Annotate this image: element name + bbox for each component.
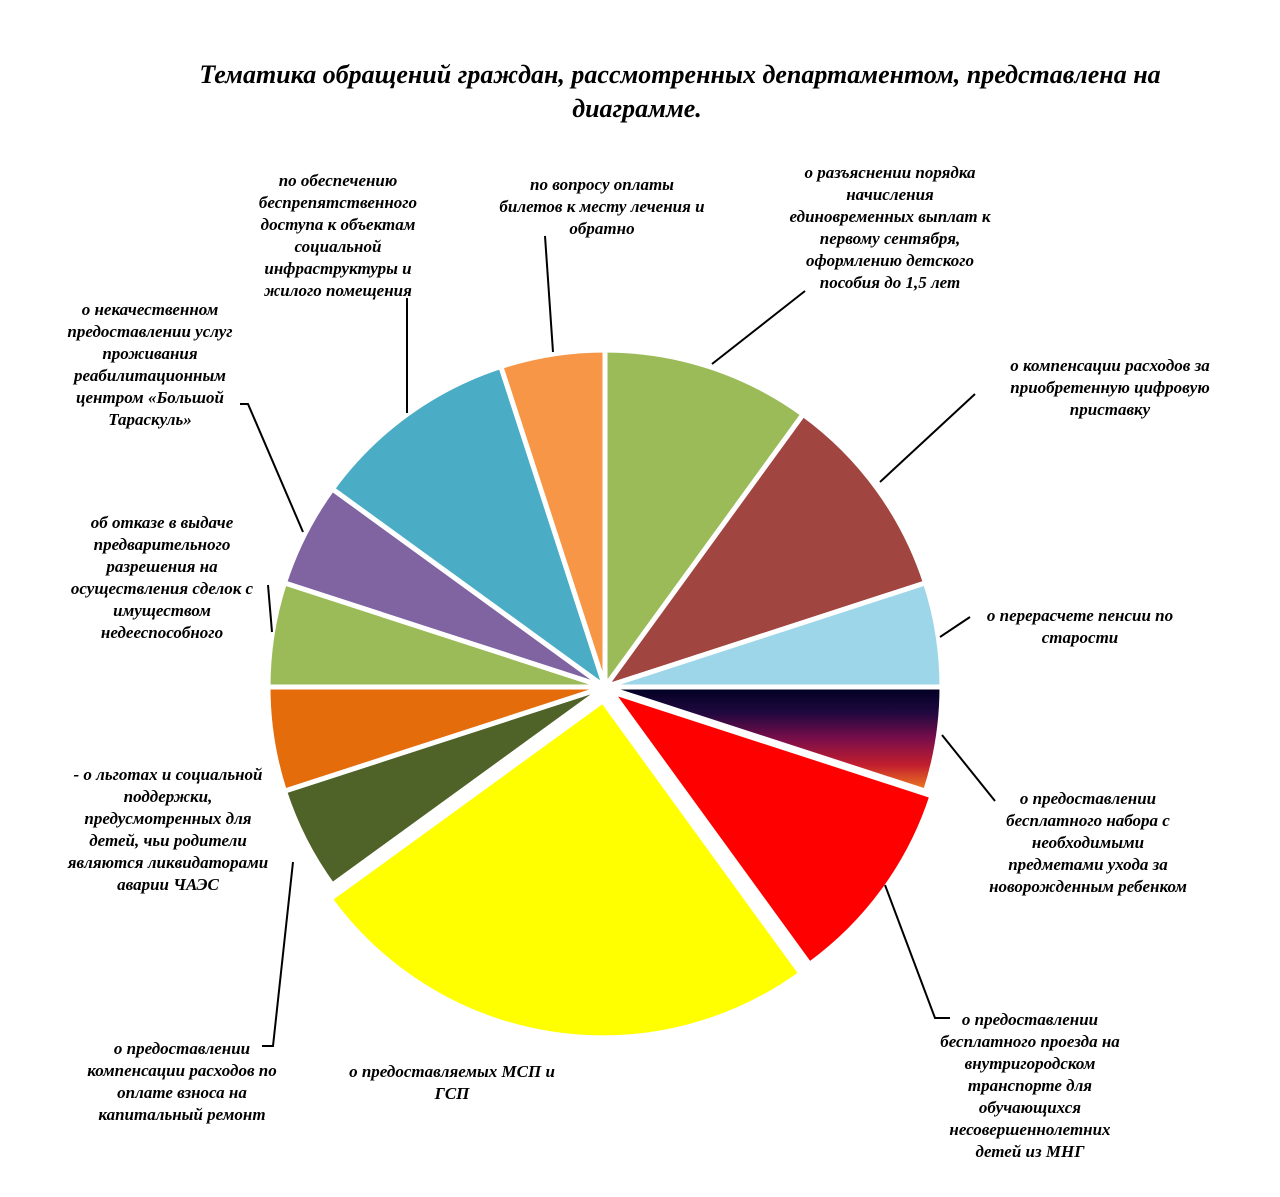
slice-label-12: по вопросу оплаты билетов к месту лечения… — [499, 175, 704, 238]
leader-line-9 — [267, 584, 273, 633]
slice-label-5-line-5: обучающихся — [979, 1098, 1081, 1117]
slice-label-5-line-1: о предоставлении — [962, 1010, 1098, 1029]
slice-label-10-line-6: Тараскуль» — [108, 410, 192, 429]
slice-label-1-line-2: начисления — [846, 185, 934, 204]
slice-label-8-line-1: - о льготах и социальной — [73, 765, 262, 784]
pie-slice-5 — [604, 686, 936, 968]
slice-label-11-line-2: беспрепятственного — [259, 193, 417, 212]
slice-label-6-line-1: о предоставляемых МСП и — [349, 1062, 555, 1081]
slice-label-2: о компенсации расходов за приобретенную ц… — [1010, 356, 1210, 419]
slice-label-11-line-1: по обеспечению — [279, 171, 398, 190]
slice-label-4-line-2: бесплатного набора с — [1006, 811, 1170, 830]
slice-label-2-line-3: приставку — [1070, 400, 1151, 419]
slice-label-11: по обеспечению беспрепятственного доступа … — [259, 171, 417, 300]
slice-label-5-line-7: детей из МНГ — [976, 1142, 1086, 1161]
slice-label-9-line-2: предварительного — [94, 535, 231, 554]
slice-label-10-line-4: реабилитационным — [72, 366, 226, 385]
slice-label-9-line-6: недееспособного — [101, 623, 223, 642]
slice-label-11-line-3: доступа к объектам — [261, 215, 416, 234]
leader-line-4 — [941, 734, 996, 802]
slice-label-7-line-1: о предоставлении — [114, 1039, 250, 1058]
leader-line-3 — [939, 616, 971, 638]
slice-label-8-line-2: поддержки, — [124, 787, 213, 806]
slice-label-10-line-2: предоставлении услуг — [67, 322, 232, 341]
pie-slices — [265, 347, 945, 1041]
slice-label-3-line-1: о перерасчете пенсии по — [987, 606, 1173, 625]
slice-label-4-line-3: необходимыми — [1032, 833, 1144, 852]
slice-label-8: - о льготах и социальной поддержки, предус… — [67, 765, 268, 894]
slice-label-10-line-3: проживания — [102, 344, 198, 363]
slice-label-11-line-4: социальной — [295, 237, 382, 256]
slice-labels: о разъяснении порядка начисления единоврем… — [67, 163, 1210, 1161]
slice-label-3: о перерасчете пенсии по старости — [987, 606, 1173, 647]
slice-label-1-line-5: оформлению детского — [806, 251, 974, 270]
slice-label-5-line-3: внутригородском — [965, 1054, 1096, 1073]
slice-label-1-line-1: о разъяснении порядка — [804, 163, 976, 182]
slice-label-5-line-4: транспорте для — [968, 1076, 1092, 1095]
pie-slice-4 — [604, 684, 945, 795]
slice-label-8-line-6: аварии ЧАЭС — [117, 875, 219, 894]
slice-label-3-line-2: старости — [1042, 628, 1119, 647]
slice-label-1-line-6: пособия до 1,5 лет — [820, 273, 960, 292]
pie-slice-12 — [497, 347, 608, 688]
slice-label-9-line-4: осуществления сделок с — [71, 579, 254, 598]
leader-lines — [240, 235, 996, 1047]
slice-label-6-line-2: ГСП — [434, 1084, 471, 1103]
leader-line-2 — [879, 393, 976, 483]
slice-label-10-line-5: центром «Большой — [76, 388, 224, 407]
slice-label-6: о предоставляемых МСП и ГСП — [349, 1062, 555, 1103]
slice-label-2-line-2: приобретенную цифровую — [1010, 378, 1209, 397]
slice-label-7: о предоставлении компенсации расходов по о… — [87, 1039, 277, 1124]
leader-line-1 — [711, 290, 806, 365]
slice-label-11-line-6: жилого помещения — [263, 281, 412, 300]
slice-label-5-line-6: несовершеннолетних — [949, 1120, 1111, 1139]
slice-label-8-line-4: детей, чьи родители — [89, 831, 247, 850]
slice-label-1: о разъяснении порядка начисления единоврем… — [790, 163, 991, 292]
slice-label-4-line-4: предметами ухода за — [1008, 855, 1168, 874]
slice-label-12-line-3: обратно — [569, 219, 634, 238]
slice-label-8-line-3: предусмотренных для — [84, 809, 251, 828]
pie-slice-6 — [326, 697, 805, 1041]
slice-label-12-line-2: билетов к месту лечения и — [499, 197, 704, 216]
chart-title-line-2: диаграмме. — [572, 94, 702, 123]
pie-slice-11 — [328, 363, 610, 694]
slice-label-5-line-2: бесплатного проезда на — [940, 1032, 1120, 1051]
slice-label-4-line-5: новорожденным ребенком — [989, 877, 1187, 896]
pie-center-hub — [596, 678, 614, 696]
slice-label-2-line-1: о компенсации расходов за — [1010, 356, 1210, 375]
leader-line-7 — [262, 861, 294, 1047]
slice-label-9-line-1: об отказе в выдаче — [91, 513, 234, 532]
slice-label-7-line-2: компенсации расходов по — [87, 1061, 277, 1080]
slice-label-4: о предоставлении бесплатного набора с необ… — [989, 789, 1187, 896]
slice-label-7-line-4: капитальный ремонт — [98, 1105, 265, 1124]
slice-label-4-line-1: о предоставлении — [1020, 789, 1156, 808]
slice-label-9: об отказе в выдаче предварительного разреш… — [71, 513, 254, 642]
slice-label-5: о предоставлении бесплатного проезда на вн… — [940, 1010, 1120, 1161]
pie-slice-1 — [602, 347, 807, 695]
slice-label-9-line-3: разрешения на — [104, 557, 218, 576]
slice-label-9-line-5: имуществом — [113, 601, 211, 620]
slice-label-10-line-1: о некачественном — [82, 300, 219, 319]
slice-label-10: о некачественном предоставлении услуг прож… — [67, 300, 232, 429]
leader-line-12 — [544, 235, 554, 353]
leader-line-10 — [240, 403, 304, 533]
slice-label-1-line-3: единовременных выплат к — [790, 207, 991, 226]
slice-label-1-line-4: первому сентября, — [820, 229, 960, 248]
pie-slice-2 — [598, 410, 929, 692]
chart-title-line-1: Тематика обращений граждан, рассмотренны… — [199, 60, 1160, 89]
slice-label-12-line-1: по вопросу оплаты — [530, 175, 674, 194]
slice-label-7-line-3: оплате взноса на — [117, 1083, 247, 1102]
slice-label-11-line-5: инфраструктуры и — [264, 259, 411, 278]
slice-label-8-line-5: являются ликвидаторами — [67, 853, 268, 872]
leader-line-5 — [884, 884, 950, 1019]
